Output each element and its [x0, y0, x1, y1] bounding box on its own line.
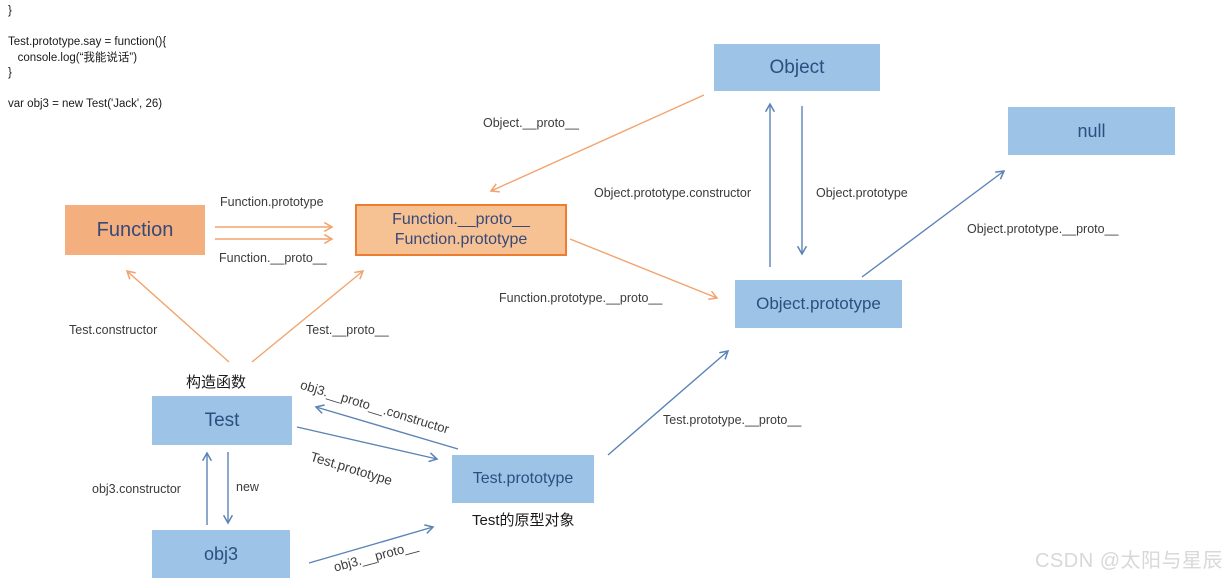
label-obj3-constructor: obj3.constructor [92, 482, 181, 496]
arrow-test-prototype-proto [607, 349, 730, 456]
node-object: Object [714, 44, 880, 91]
arrow-function-prototype-proto [569, 238, 719, 300]
csdn-watermark: CSDN @太阳与星辰 [1034, 550, 1223, 572]
node-object-prototype: Object.prototype [735, 280, 902, 328]
node-test: Test [152, 396, 292, 445]
label-object-prototype: Object.prototype [816, 186, 908, 200]
label-object-proto: Object.__proto__ [483, 116, 579, 130]
arrow-obj3-proto-constructor [314, 404, 459, 450]
node-function-proto: Function.__proto__ Function.prototype [355, 204, 567, 256]
node-function: Function [65, 205, 205, 255]
label-object-prototype-constructor: Object.prototype.constructor [594, 186, 752, 200]
arrow-test-proto [251, 270, 365, 363]
node-function-proto-line2: Function.prototype [394, 231, 528, 248]
label-function-prototype: Function.prototype [220, 195, 324, 209]
node-function-proto-line1: Function.__proto__ [392, 211, 530, 228]
node-test-prototype: Test.prototype [452, 455, 594, 503]
label-function-proto: Function.__proto__ [219, 251, 327, 265]
label-object-prototype-proto: Object.prototype.__proto__ [967, 222, 1119, 236]
arrow-obj3-proto [308, 524, 435, 564]
code-snippet: } Test.prototype.say = function(){ conso… [8, 5, 167, 110]
arrow-test-prototype-assign [296, 426, 439, 463]
arrow-object-proto [489, 94, 705, 193]
label-function-prototype-proto: Function.prototype.__proto__ [499, 291, 663, 305]
label-test-prototype-proto: Test.prototype.__proto__ [663, 413, 802, 427]
node-null: null [1008, 107, 1175, 155]
annotation-constructor-fn: 构造函数 [186, 374, 247, 391]
node-obj3: obj3 [152, 530, 290, 578]
label-new: new [236, 480, 259, 494]
arrow-test-constructor [125, 269, 230, 363]
label-test-constructor: Test.constructor [69, 323, 158, 337]
label-test-proto: Test.__proto__ [306, 323, 389, 337]
arrow-object-prototype-proto [861, 170, 1006, 278]
annotation-test-proto-object: Test的原型对象 [472, 512, 575, 529]
